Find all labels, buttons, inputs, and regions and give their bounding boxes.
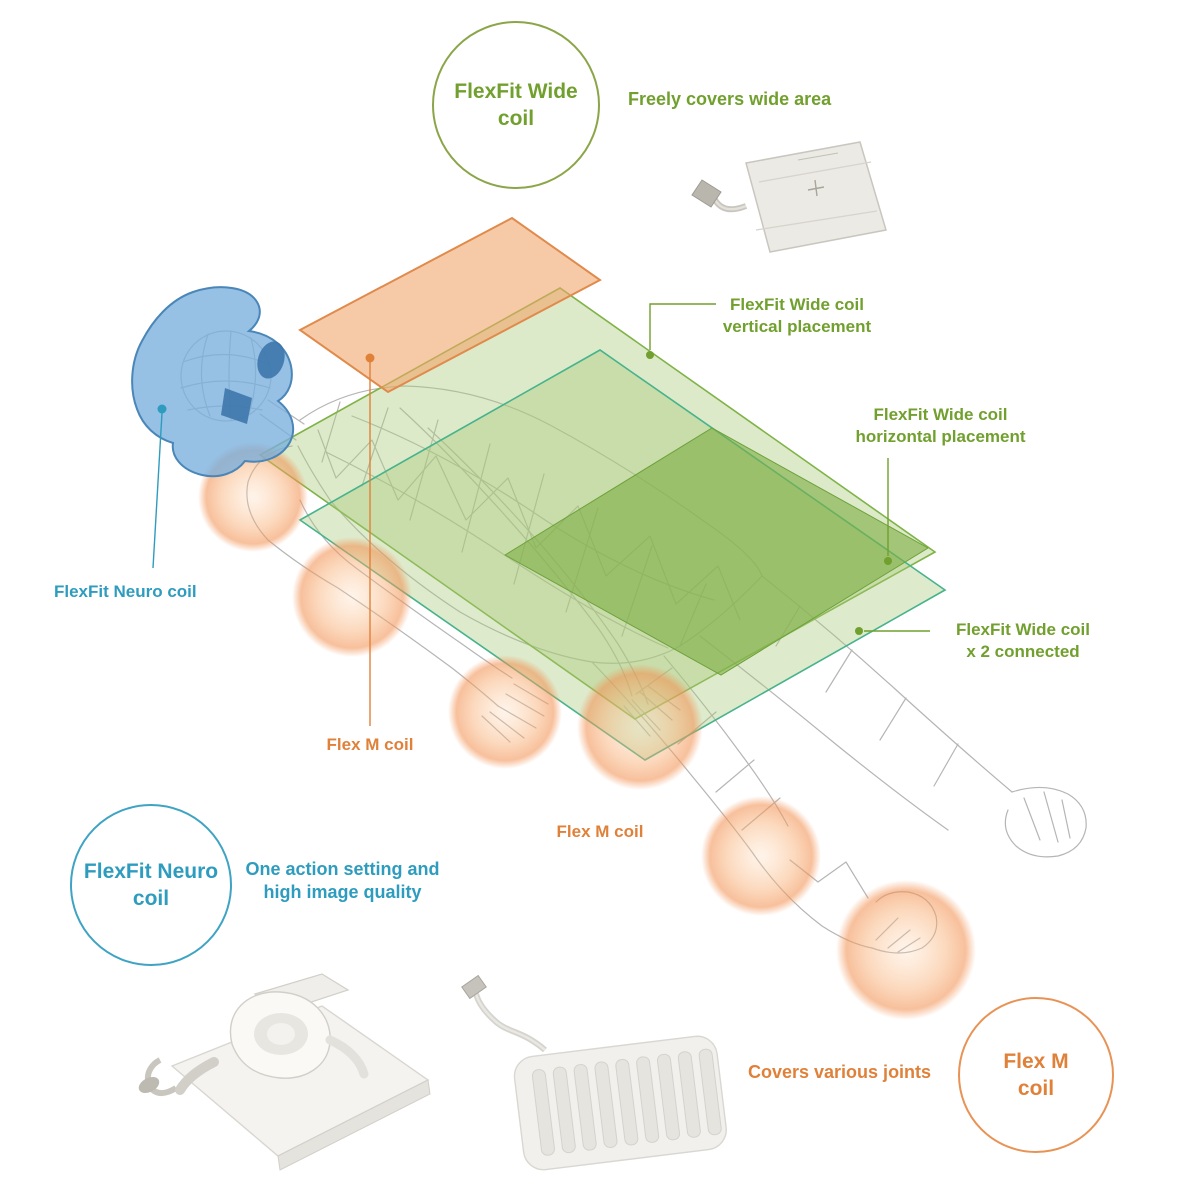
x2-connected-label: FlexFit Wide coil x 2 connected bbox=[956, 620, 1090, 662]
horizontal-placement-label: FlexFit Wide coil horizontal placement bbox=[855, 405, 1026, 447]
pointer-dot-neuro bbox=[157, 404, 167, 414]
flex-m-chest-pad bbox=[298, 216, 602, 394]
flexfit-neuro-coil-badge-label: FlexFit Neuro coil bbox=[83, 859, 219, 910]
glow-left-hand bbox=[448, 655, 562, 769]
flexfit-neuro-head-coil bbox=[131, 286, 295, 478]
flexfit-neuro-coil-badge: FlexFit Neuro coil bbox=[70, 804, 232, 966]
pointer-lines bbox=[152, 303, 930, 726]
flex-m-product-image bbox=[461, 974, 727, 1171]
pointer-vertical-placement bbox=[649, 303, 716, 350]
one-action-label: One action setting and high image qualit… bbox=[245, 859, 440, 903]
wide-sheet-overlap bbox=[504, 427, 929, 676]
flexfit-wide-coil-badge: FlexFit Wide coil bbox=[432, 21, 600, 189]
glow-knee bbox=[701, 796, 821, 916]
flex-m-coil-badge-label: Flex M coil bbox=[1003, 1049, 1069, 1100]
flex-m-upper-label: Flex M coil bbox=[326, 735, 414, 754]
flexfit-wide-coil-badge-label: FlexFit Wide coil bbox=[454, 79, 578, 130]
pointer-dot-horizontal bbox=[884, 557, 892, 565]
vertical-placement-label: FlexFit Wide coil vertical placement bbox=[722, 295, 872, 337]
pointer-dot-x2 bbox=[855, 627, 863, 635]
freely-covers-label: Freely covers wide area bbox=[628, 89, 832, 109]
glow-right-hand bbox=[577, 664, 703, 790]
flex-m-lower-label: Flex M coil bbox=[556, 822, 644, 841]
flexfit-wide-sheets bbox=[258, 287, 947, 761]
glow-elbow bbox=[292, 537, 412, 657]
pointer-dot-flex-m bbox=[365, 353, 375, 363]
flex-m-joint-glows bbox=[198, 442, 976, 1020]
neuro-pointer-label: FlexFit Neuro coil bbox=[54, 582, 197, 601]
flex-m-coil-badge: Flex M coil bbox=[958, 997, 1114, 1153]
covers-joints-label: Covers various joints bbox=[748, 1062, 932, 1082]
neuro-coil-product-image bbox=[138, 973, 431, 1171]
pointer-dot-vertical bbox=[646, 351, 654, 359]
pointer-neuro bbox=[152, 412, 163, 569]
glow-foot bbox=[836, 880, 976, 1020]
wide-coil-product-image bbox=[691, 141, 887, 253]
